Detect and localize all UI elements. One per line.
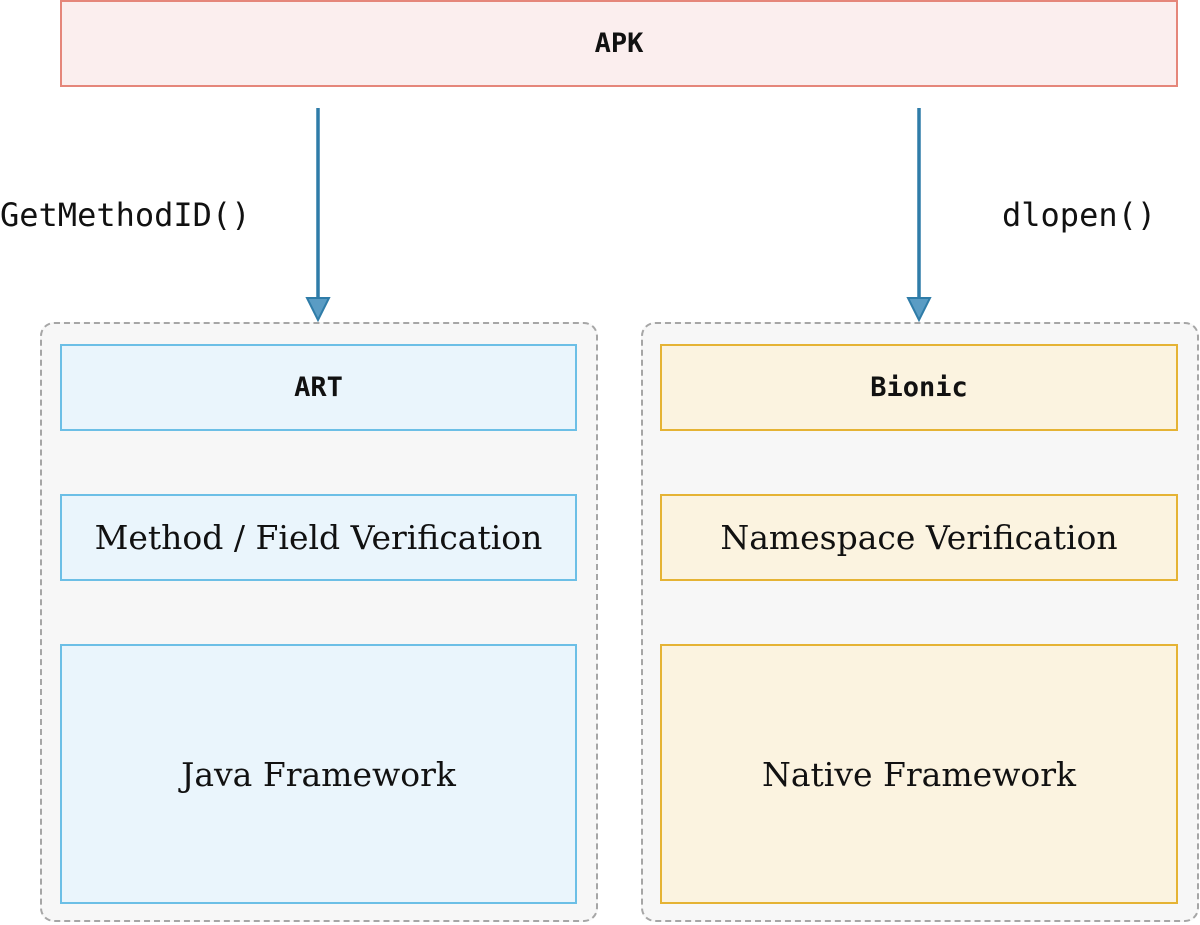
apk-box: APK — [60, 0, 1178, 87]
art-box: ART — [60, 344, 577, 431]
namespace-verification-box: Namespace Verification — [660, 494, 1178, 581]
right-arrow-head — [906, 297, 932, 323]
art-label: ART — [294, 372, 343, 403]
bionic-label: Bionic — [870, 372, 968, 403]
apk-label: APK — [594, 28, 644, 59]
bionic-box: Bionic — [660, 344, 1178, 431]
getmethodid-label: GetMethodID() — [0, 196, 251, 234]
native-framework-box: Native Framework — [660, 644, 1178, 904]
dlopen-label: dlopen() — [1002, 196, 1157, 234]
native-framework-label: Native Framework — [761, 754, 1077, 794]
method-field-verification-box: Method / Field Verification — [60, 494, 577, 581]
left-arrow-head — [305, 297, 331, 323]
method-field-verification-label: Method / Field Verification — [94, 518, 543, 557]
java-framework-label: Java Framework — [181, 754, 456, 794]
java-framework-box: Java Framework — [60, 644, 577, 904]
namespace-verification-label: Namespace Verification — [720, 518, 1118, 557]
